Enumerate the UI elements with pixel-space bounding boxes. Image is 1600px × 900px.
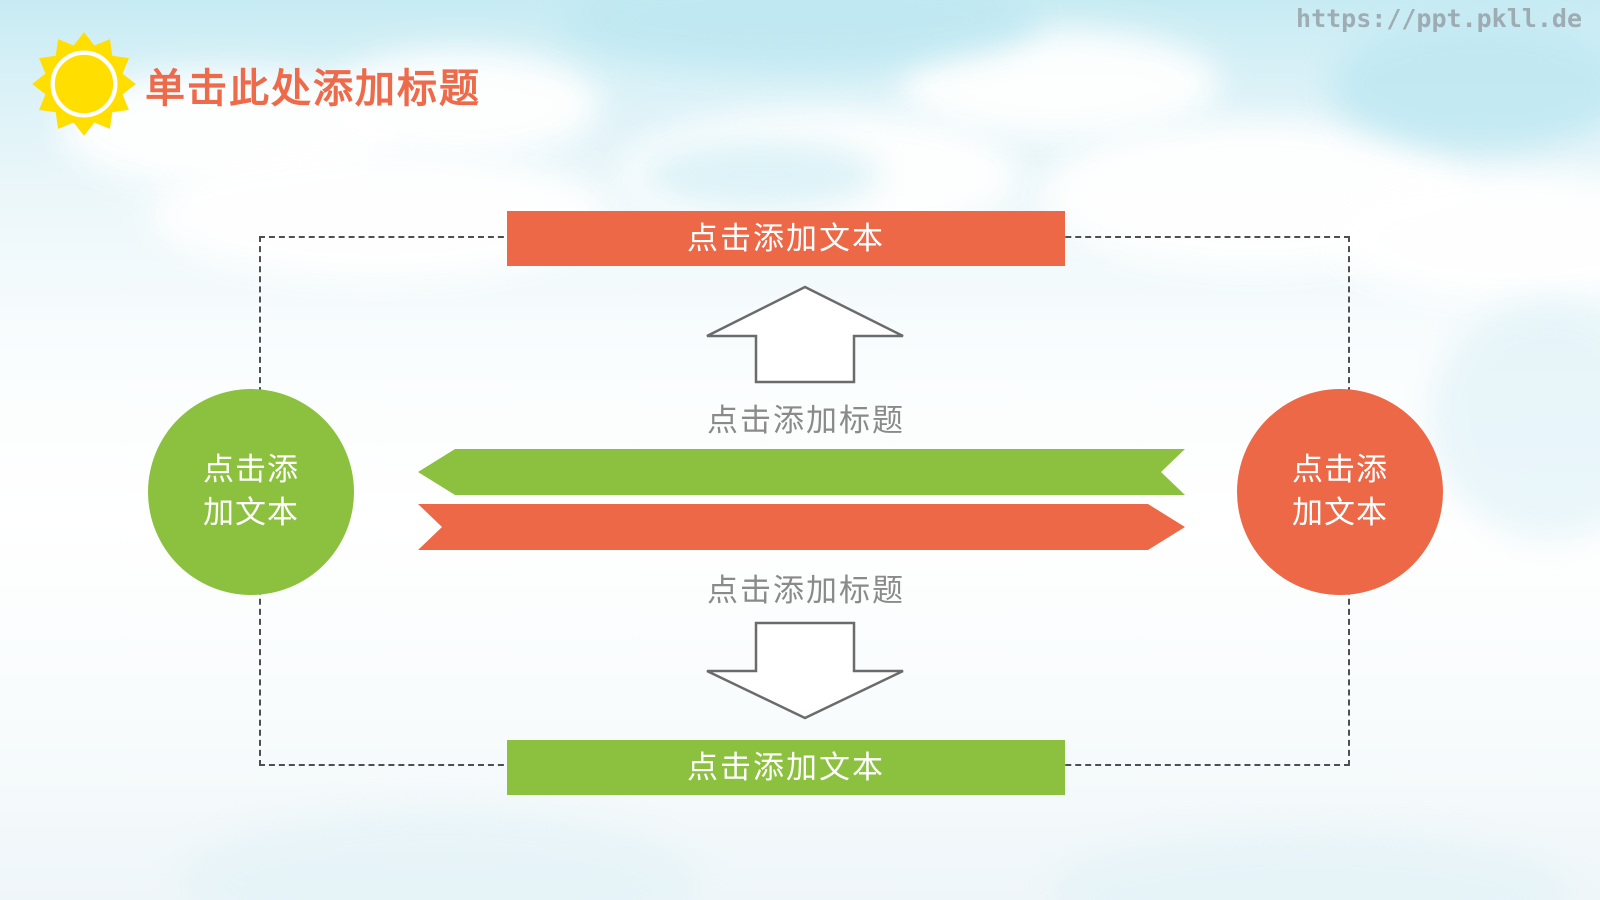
lower-title-placeholder[interactable]: 点击添加标题 bbox=[707, 573, 905, 608]
right-arrow-ribbon[interactable] bbox=[418, 504, 1185, 550]
right-circle-text-line2: 加文本 bbox=[1292, 495, 1388, 530]
sun-icon bbox=[32, 32, 136, 136]
page-title[interactable]: 单击此处添加标题 bbox=[145, 67, 481, 111]
cloud bbox=[1330, 170, 1600, 300]
up-block-arrow-icon bbox=[706, 285, 904, 384]
down-block-arrow-icon bbox=[706, 621, 904, 720]
watermark-url[interactable]: https://ppt.pkll.de bbox=[1296, 4, 1582, 33]
left-circle-text-line1: 点击添 bbox=[203, 452, 299, 488]
left-circle-text-line2: 加文本 bbox=[203, 495, 299, 530]
top-text-placeholder[interactable]: 点击添加文本 bbox=[507, 211, 1065, 266]
sky-patch bbox=[180, 810, 700, 900]
sky-patch bbox=[1330, 20, 1600, 150]
cloud bbox=[900, 30, 1220, 140]
right-circle-placeholder[interactable]: 点击添 加文本 bbox=[1237, 389, 1443, 595]
right-circle-text-line1: 点击添 bbox=[1292, 452, 1388, 488]
sky-patch bbox=[1050, 830, 1570, 900]
left-arrow-ribbon[interactable] bbox=[418, 449, 1185, 495]
upper-title-placeholder[interactable]: 点击添加标题 bbox=[707, 403, 905, 438]
sky-patch bbox=[1430, 300, 1600, 540]
left-circle-placeholder[interactable]: 点击添 加文本 bbox=[148, 389, 354, 595]
sky-patch bbox=[640, 140, 880, 210]
bottom-text-placeholder[interactable]: 点击添加文本 bbox=[507, 740, 1065, 795]
